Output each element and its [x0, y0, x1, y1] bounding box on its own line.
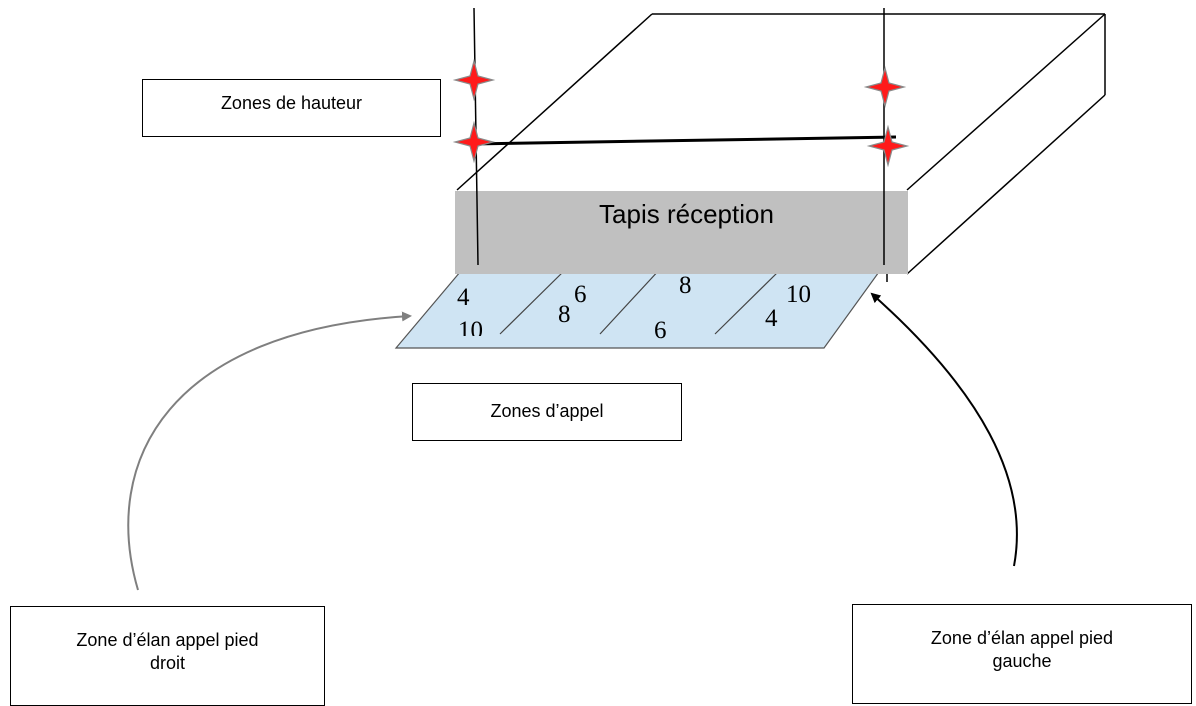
- height-zones-label: Zones de hauteur: [142, 79, 441, 137]
- right-foot-run-up-zone-label: Zone d’élan appel pied droit: [10, 606, 325, 706]
- red-four-point-star-icon: [863, 65, 907, 109]
- mattress-block: [456, 13, 1106, 275]
- red-four-point-star-icon: [452, 58, 496, 102]
- left-foot-run-up-arrow: [870, 292, 1018, 567]
- red-four-point-star-icon: [452, 120, 496, 164]
- zone-4-number-sup: 10: [786, 281, 811, 308]
- block-bottom-right-edge: [906, 94, 1106, 275]
- red-four-point-star-icon: [866, 124, 910, 168]
- zone-4-number-main: 4: [765, 305, 778, 332]
- takeoff-zones-text: Zones d’appel: [490, 401, 604, 422]
- height-markers: [452, 58, 910, 168]
- takeoff-zones-label: Zones d’appel: [412, 383, 682, 441]
- zone-1-number-bottom: 10: [458, 317, 483, 336]
- crossbar: [470, 135, 897, 146]
- right-foot-label-line-1: Zone d’élan appel pied: [76, 630, 259, 650]
- landing-mat-label: Tapis réception: [599, 199, 774, 229]
- zone-2-number-main: 8: [558, 301, 571, 328]
- left-foot-run-up-zone-label: Zone d’élan appel pied gauche: [852, 604, 1192, 704]
- right-foot-run-up-arrow: [127, 311, 412, 591]
- block-top-left-edge: [456, 13, 653, 191]
- left-foot-label-line-2: gauche: [992, 651, 1052, 672]
- zone-2-number-sup: 6: [574, 281, 587, 308]
- height-zones-text: Zones de hauteur: [220, 93, 363, 114]
- takeoff-zone-dividers: [499, 267, 781, 335]
- left-foot-label-line-1: Zone d’élan appel pied: [930, 628, 1114, 648]
- zone-3-number-top: 8: [679, 272, 692, 299]
- zone-1-number-top: 4: [457, 284, 470, 311]
- right-foot-label-line-2: droit: [149, 653, 185, 674]
- zone-3-number-bottom: 6: [654, 317, 667, 344]
- landing-mat: Tapis réception: [455, 191, 908, 274]
- block-top-right-edge: [906, 13, 1106, 191]
